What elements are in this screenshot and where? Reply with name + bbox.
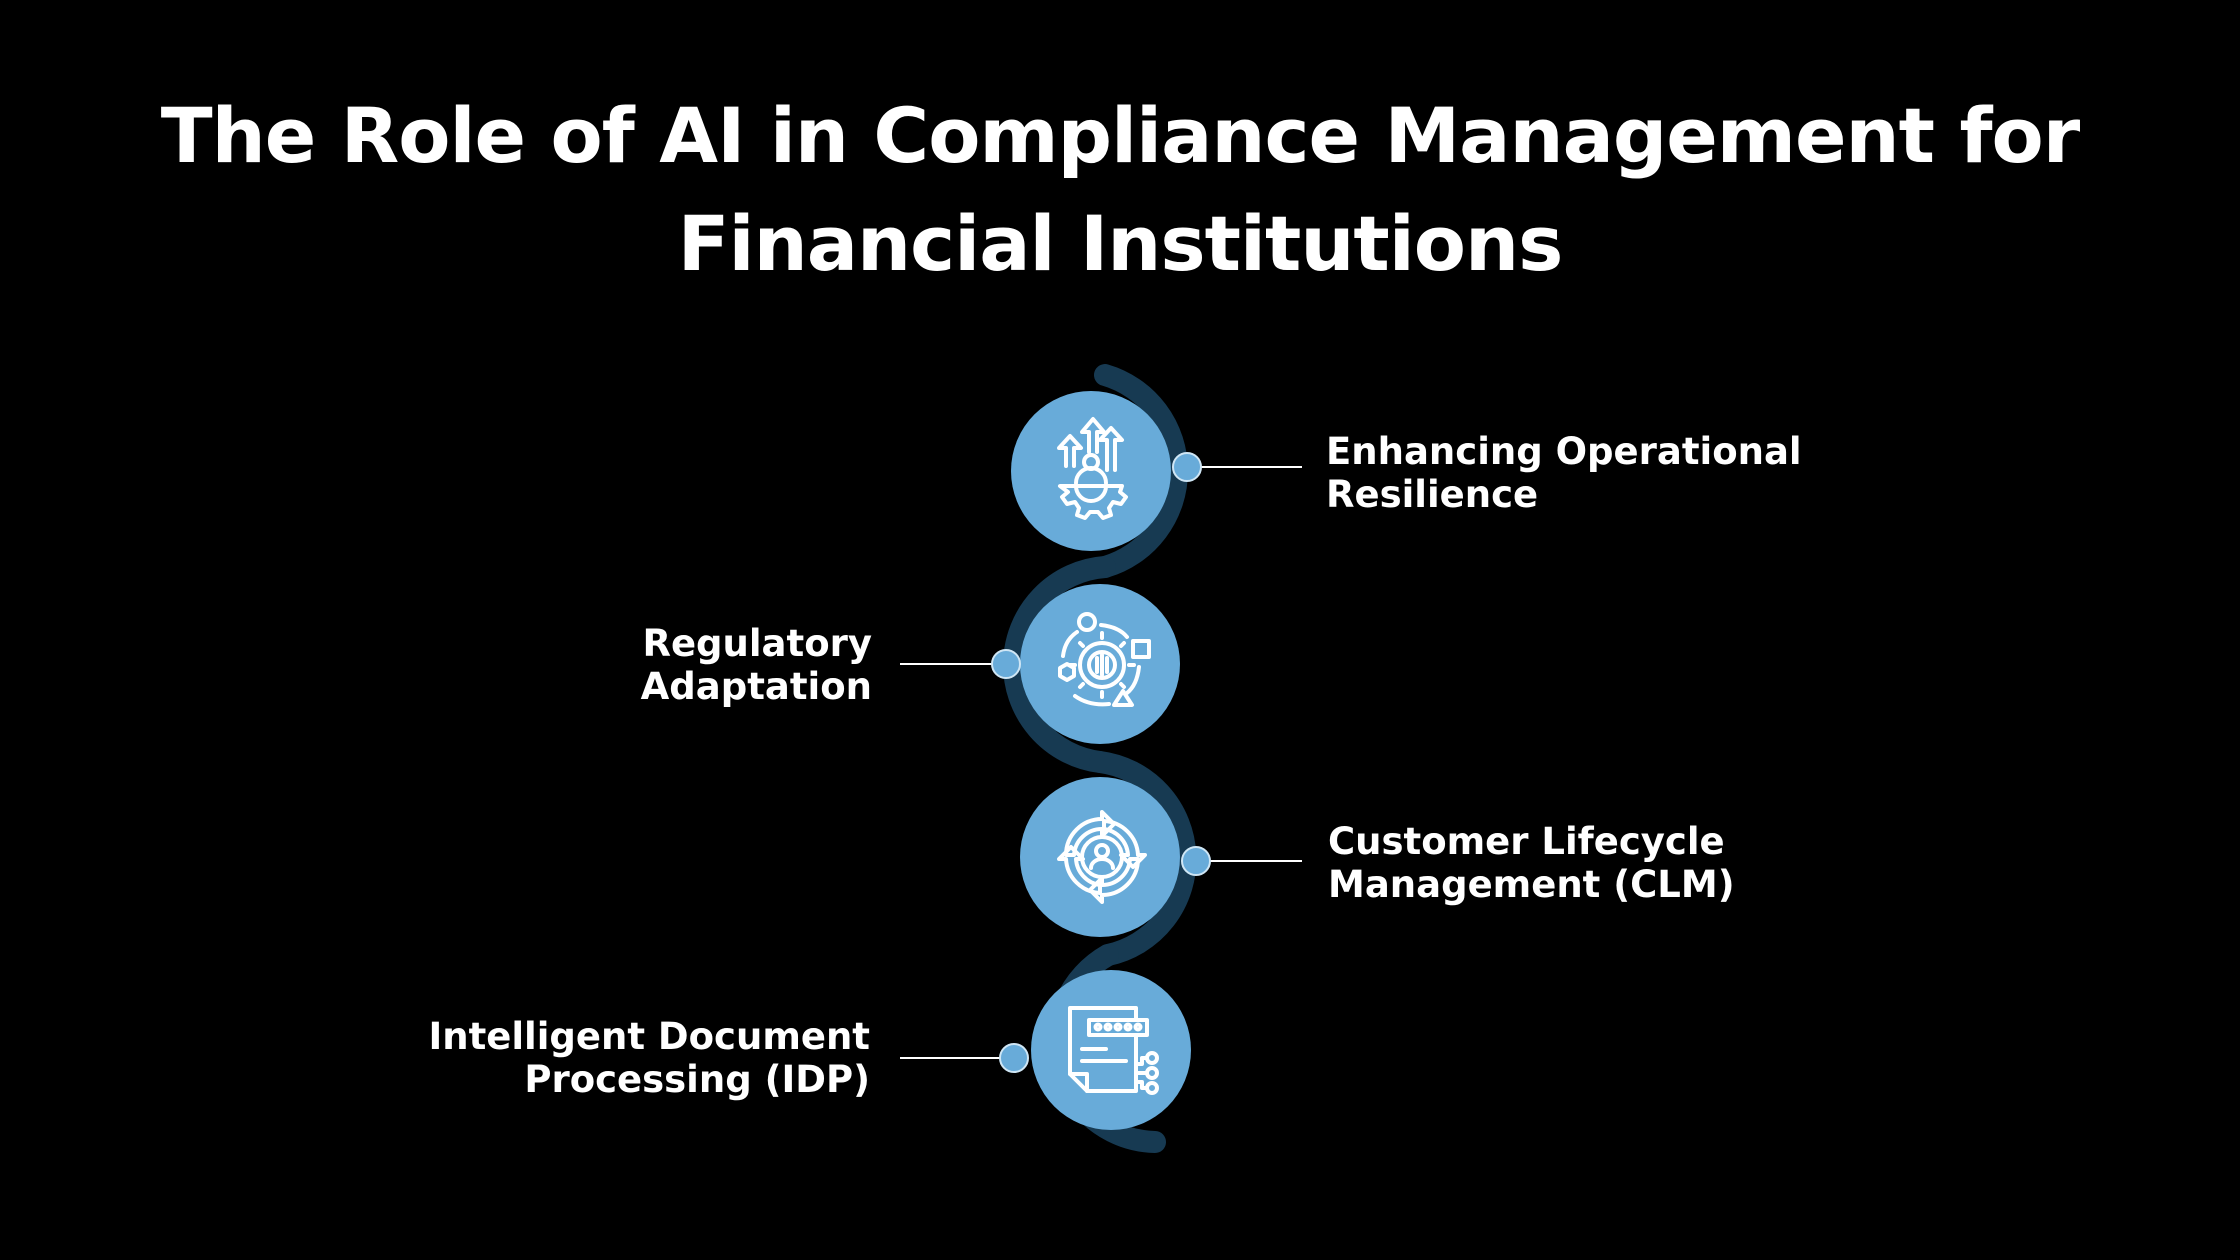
label-customer-lifecycle-management: Customer Lifecycle Management (CLM) [1328,820,1735,906]
node-intelligent-document-processing [1031,970,1191,1130]
label-enhancing-operational-resilience: Enhancing Operational Resilience [1326,430,1802,516]
title-line-1: The Role of AI in Compliance Management … [160,91,2080,180]
node-enhancing-operational-resilience [1011,391,1171,551]
connector-dots [991,452,1211,1073]
title-line-2: Financial Institutions [677,199,1564,288]
label-regulatory-adaptation: Regulatory Adaptation [640,622,872,708]
connector-lines [900,466,1302,1059]
label-intelligent-document-processing: Intelligent Document Processing (IDP) [428,1015,870,1101]
node-customer-lifecycle-management [1020,777,1180,937]
page-title: The Role of AI in Compliance Management … [0,82,2240,298]
document-processing-icon [1068,1006,1159,1095]
customer-cycle-icon [1057,810,1147,904]
node-regulatory-adaptation [1020,584,1180,744]
growth-gear-person-icon [1057,417,1128,520]
adaptive-process-gear-icon [1058,612,1151,707]
